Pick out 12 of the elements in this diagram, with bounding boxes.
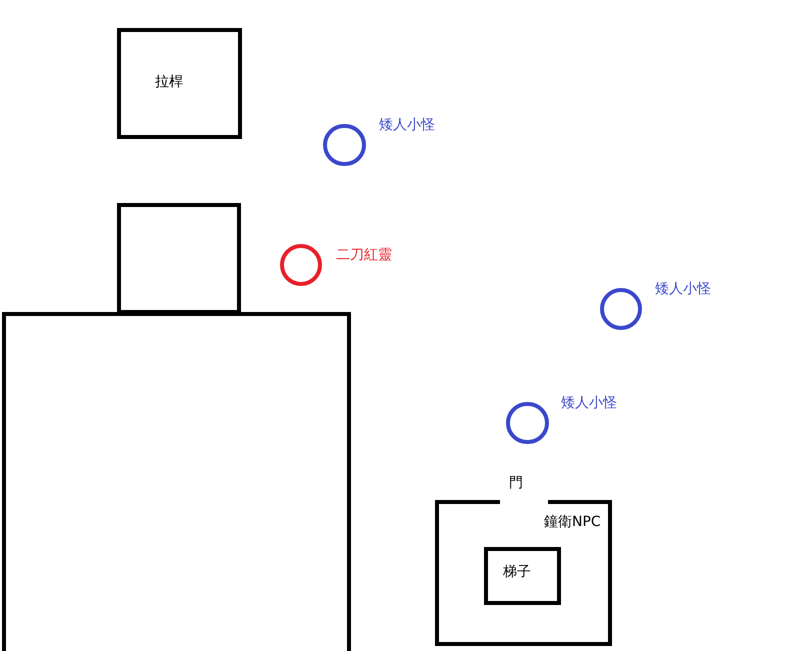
door-label: 門 [509, 476, 523, 490]
enemy-label: 二刀紅靈 [336, 248, 392, 262]
box-outline [484, 547, 561, 605]
node-label: 梯子 [503, 565, 531, 579]
box-outline [117, 28, 242, 139]
box-outline [117, 203, 241, 314]
node-label: 拉桿 [155, 75, 183, 89]
enemy-label: 矮人小怪 [655, 282, 711, 296]
enemy-label: 矮人小怪 [561, 396, 617, 410]
box-outline [2, 312, 351, 651]
enemy-label: 矮人小怪 [379, 118, 435, 132]
node-label: 鐘衛NPC [544, 515, 601, 529]
